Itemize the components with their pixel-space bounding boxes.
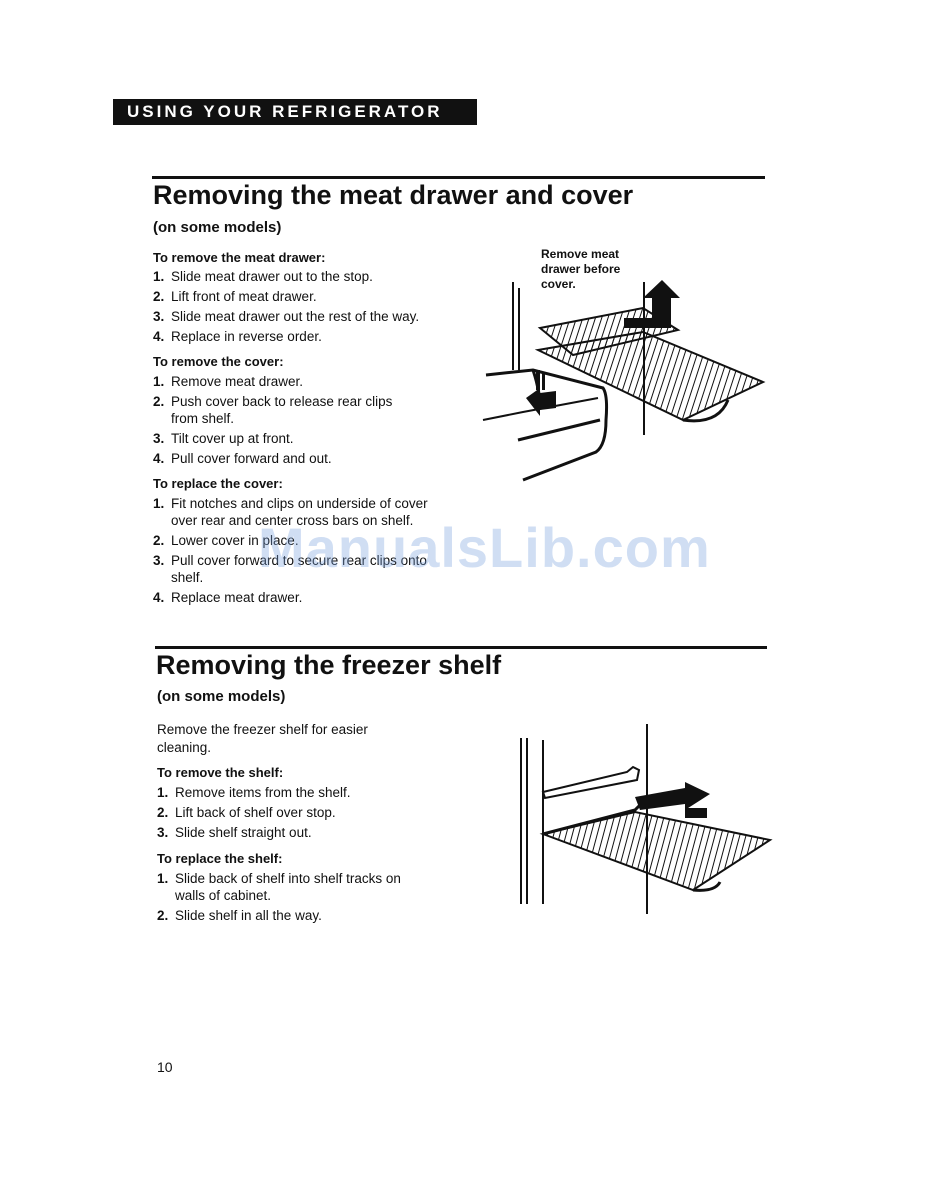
list-item: 3.Pull cover forward to secure rear clip… (153, 553, 427, 585)
remove-shelf-steps: 1.Remove items from the shelf. 2.Lift ba… (157, 784, 457, 844)
section-banner: USING YOUR REFRIGERATOR (113, 99, 477, 125)
section1-title: Removing the meat drawer and cover (153, 180, 634, 210)
list-item: 1.Remove meat drawer. (153, 374, 304, 389)
freezer-shelf-illustration (520, 724, 773, 914)
remove-drawer-steps: 1.Slide meat drawer out to the stop. 2.L… (153, 268, 453, 348)
list-item: 2.Slide shelf in all the way. (157, 908, 322, 923)
meat-drawer-illustration (482, 280, 766, 482)
remove-cover-steps: 1.Remove meat drawer. 2.Push cover back … (153, 373, 418, 470)
section2-subtitle: (on some models) (157, 688, 286, 705)
list-item: 4.Replace in reverse order. (153, 329, 322, 344)
section1-subtitle: (on some models) (153, 219, 282, 236)
page-number: 10 (157, 1059, 173, 1075)
list-item: 3.Slide shelf straight out. (157, 825, 312, 840)
section1-rule (152, 176, 765, 179)
list-item: 2.Lift front of meat drawer. (153, 289, 317, 304)
list-item: 4.Replace meat drawer. (153, 590, 303, 605)
list-item: 2.Lift back of shelf over stop. (157, 805, 336, 820)
replace-shelf-heading: To replace the shelf: (157, 851, 283, 866)
remove-shelf-heading: To remove the shelf: (157, 765, 284, 780)
list-item: 3.Slide meat drawer out the rest of the … (153, 309, 420, 324)
list-item: 2.Push cover back to release rear clips … (153, 394, 393, 426)
list-item: 1.Slide meat drawer out to the stop. (153, 269, 373, 284)
list-item: 1.Slide back of shelf into shelf tracks … (157, 871, 401, 903)
freezer-intro: Remove the freezer shelf for easier clea… (157, 722, 368, 755)
list-item: 1.Remove items from the shelf. (157, 785, 351, 800)
watermark-text: ManualsLib.com (258, 516, 711, 579)
section2-title: Removing the freezer shelf (156, 650, 502, 680)
remove-cover-heading: To remove the cover: (153, 354, 284, 369)
illustration-caption: Remove meat drawer before cover. (541, 247, 621, 291)
list-item: 1.Fit notches and clips on underside of … (153, 496, 428, 528)
remove-drawer-heading: To remove the meat drawer: (153, 250, 326, 265)
replace-cover-steps: 1.Fit notches and clips on underside of … (153, 495, 443, 609)
section2-rule (155, 646, 767, 649)
replace-shelf-steps: 1.Slide back of shelf into shelf tracks … (157, 870, 432, 927)
list-item: 3.Tilt cover up at front. (153, 431, 294, 446)
replace-cover-heading: To replace the cover: (153, 476, 283, 491)
list-item: 2.Lower cover in place. (153, 533, 299, 548)
list-item: 4.Pull cover forward and out. (153, 451, 332, 466)
